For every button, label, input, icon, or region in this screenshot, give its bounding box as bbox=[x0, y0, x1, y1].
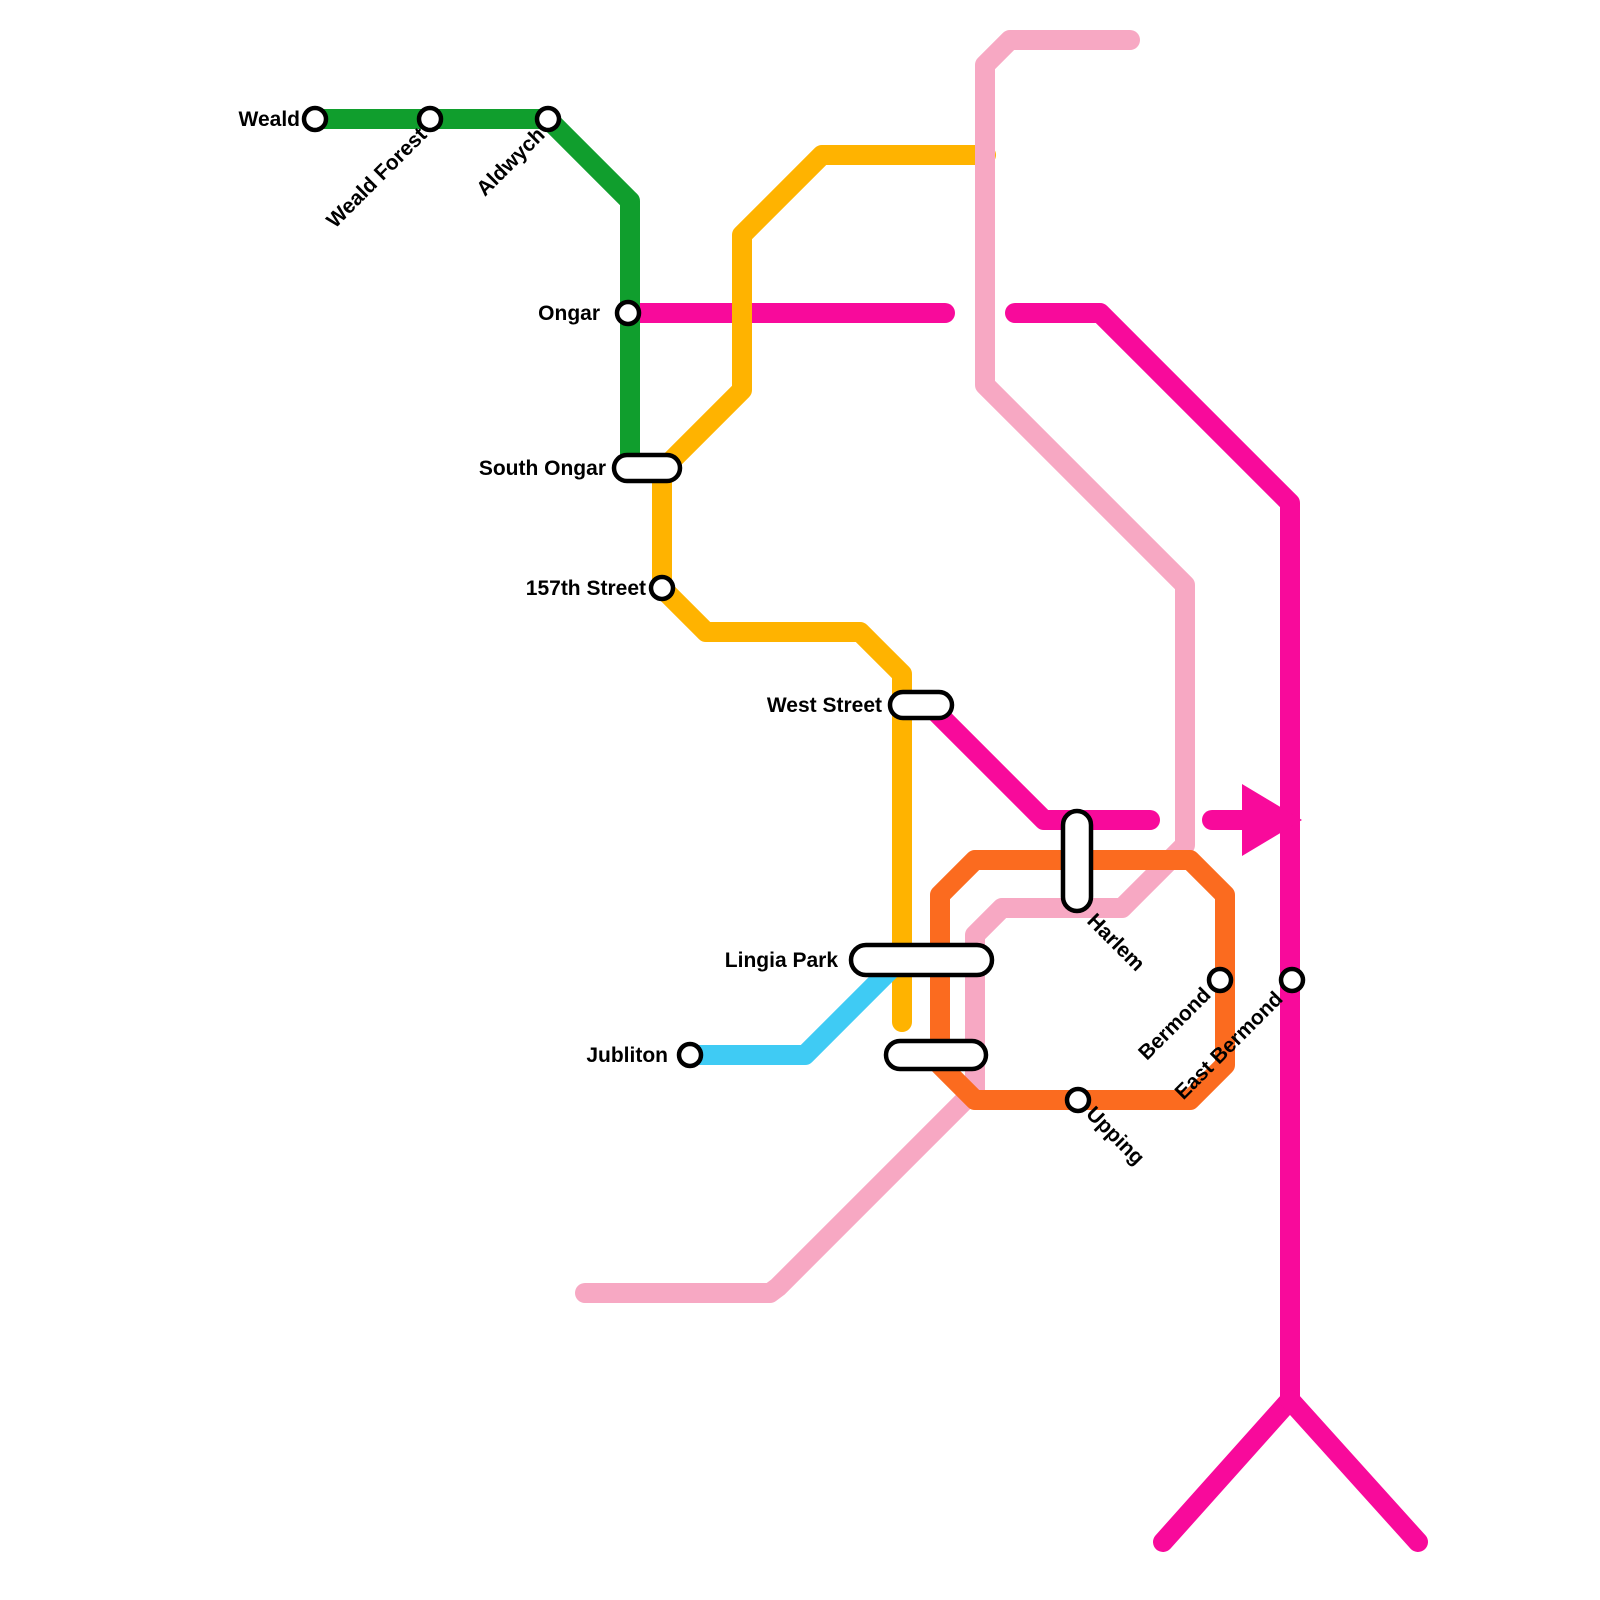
unnamed-interchange bbox=[883, 1038, 989, 1072]
green-line bbox=[305, 109, 640, 480]
aldwych-label: Aldwych bbox=[472, 123, 549, 200]
east-bermond-station bbox=[1278, 966, 1306, 994]
lingia-park-interchange bbox=[848, 942, 995, 978]
west-street-interchange bbox=[887, 689, 955, 721]
south-ongar-interchange bbox=[611, 452, 683, 484]
amber-line bbox=[652, 145, 996, 1032]
pink-line-path bbox=[575, 30, 1195, 1303]
south-ongar-label: South Ongar bbox=[479, 457, 606, 480]
upping-station bbox=[1064, 1086, 1092, 1114]
weald-forest-station bbox=[416, 105, 444, 133]
harlem-label: Harlem bbox=[1082, 909, 1149, 976]
magenta-west-street-branch bbox=[926, 702, 1160, 830]
ongar-label: Ongar bbox=[538, 302, 600, 325]
magenta-south-branch-right bbox=[1280, 1390, 1428, 1552]
cyan-line-path bbox=[680, 950, 910, 1065]
weald-forest-label: Weald Forest bbox=[322, 123, 431, 232]
pink-line bbox=[575, 30, 1195, 1303]
jubliton-label: Jubliton bbox=[586, 1044, 668, 1067]
magenta-branch-merge-triangle bbox=[1242, 784, 1302, 856]
harlem-interchange bbox=[1060, 808, 1094, 914]
weald-label: Weald bbox=[239, 108, 300, 131]
west-street-label: West Street bbox=[767, 694, 882, 717]
weald-station bbox=[301, 105, 329, 133]
upping-label: Upping bbox=[1081, 1102, 1148, 1169]
157th-street-label: 157th Street bbox=[526, 577, 646, 600]
lingia-park-label: Lingia Park bbox=[725, 949, 839, 972]
stations bbox=[301, 105, 1306, 1114]
magenta-line bbox=[618, 303, 1428, 1552]
amber-line-path bbox=[652, 145, 996, 1032]
157th-street-station bbox=[648, 574, 676, 602]
bermond-station bbox=[1206, 966, 1234, 994]
magenta-main-east-segment bbox=[1005, 303, 1300, 1410]
green-line-path bbox=[305, 109, 640, 480]
magenta-south-branch-left bbox=[1153, 1390, 1300, 1552]
ongar-station bbox=[614, 299, 642, 327]
bermond-label: Bermond bbox=[1134, 983, 1215, 1064]
aldwych-station bbox=[534, 105, 562, 133]
cyan-line bbox=[680, 950, 910, 1065]
jubliton-station bbox=[676, 1041, 704, 1069]
